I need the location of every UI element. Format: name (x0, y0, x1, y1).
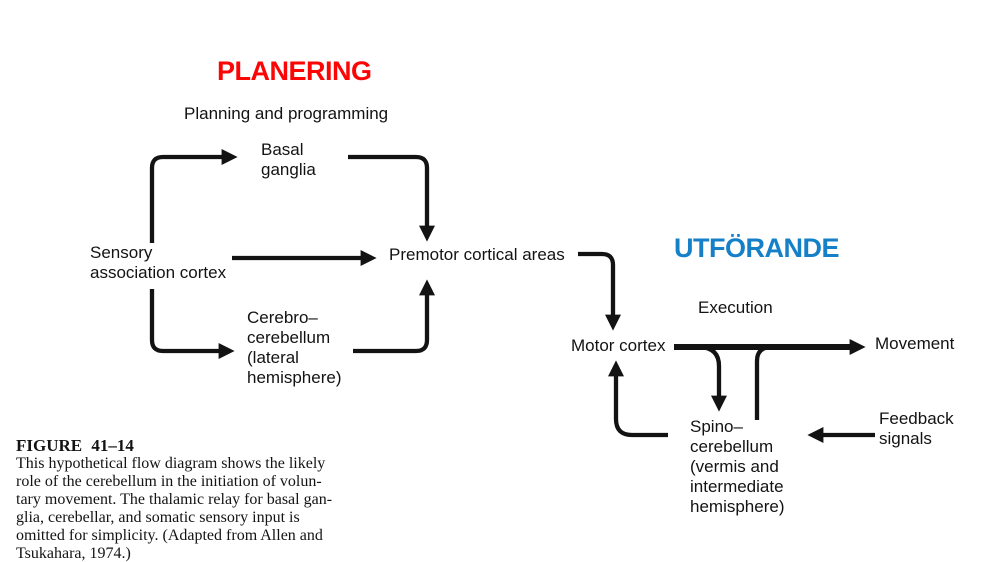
line-spinocerebellum-to-movement-pathway (754, 344, 773, 420)
node-motor-cortex: Motor cortex (571, 336, 666, 355)
node-spinocerebellum: Spino– cerebellum (vermis and intermedia… (690, 417, 785, 516)
node-premotor-cortical-areas: Premotor cortical areas (389, 245, 565, 264)
figure-caption-title: FIGURE 41–14 (16, 436, 134, 455)
node-sensory-association-cortex: Sensory association cortex (90, 243, 227, 282)
figure-caption: FIGURE 41–14 This hypothetical flow diag… (16, 437, 356, 562)
execution-phase-heading: UTFÖRANDE (674, 233, 840, 263)
arrow-sensory-to-basal-ganglia (149, 149, 238, 243)
arrow-spinocerebellum-to-motor-cortex (608, 360, 668, 438)
execution-subtitle: Execution (698, 298, 773, 317)
arrow-basal-ganglia-to-premotor (348, 154, 435, 242)
arrow-cerebrocerebellum-to-premotor (353, 279, 435, 354)
node-movement: Movement (875, 334, 955, 353)
arrow-premotor-to-motor-cortex (578, 251, 621, 331)
arrow-motor-cortex-to-spinocerebellum (699, 344, 727, 412)
figure-caption-body: This hypothetical flow diagram shows the… (16, 455, 333, 562)
planning-subtitle: Planning and programming (184, 104, 389, 123)
arrow-sensory-to-cerebrocerebellum (149, 289, 235, 359)
node-cerebrocerebellum: Cerebro– cerebellum (lateral hemisphere) (247, 308, 342, 387)
node-basal-ganglia: Basal ganglia (261, 140, 316, 179)
planning-phase-heading: PLANERING (217, 56, 372, 86)
node-feedback-signals: Feedback signals (879, 409, 954, 448)
